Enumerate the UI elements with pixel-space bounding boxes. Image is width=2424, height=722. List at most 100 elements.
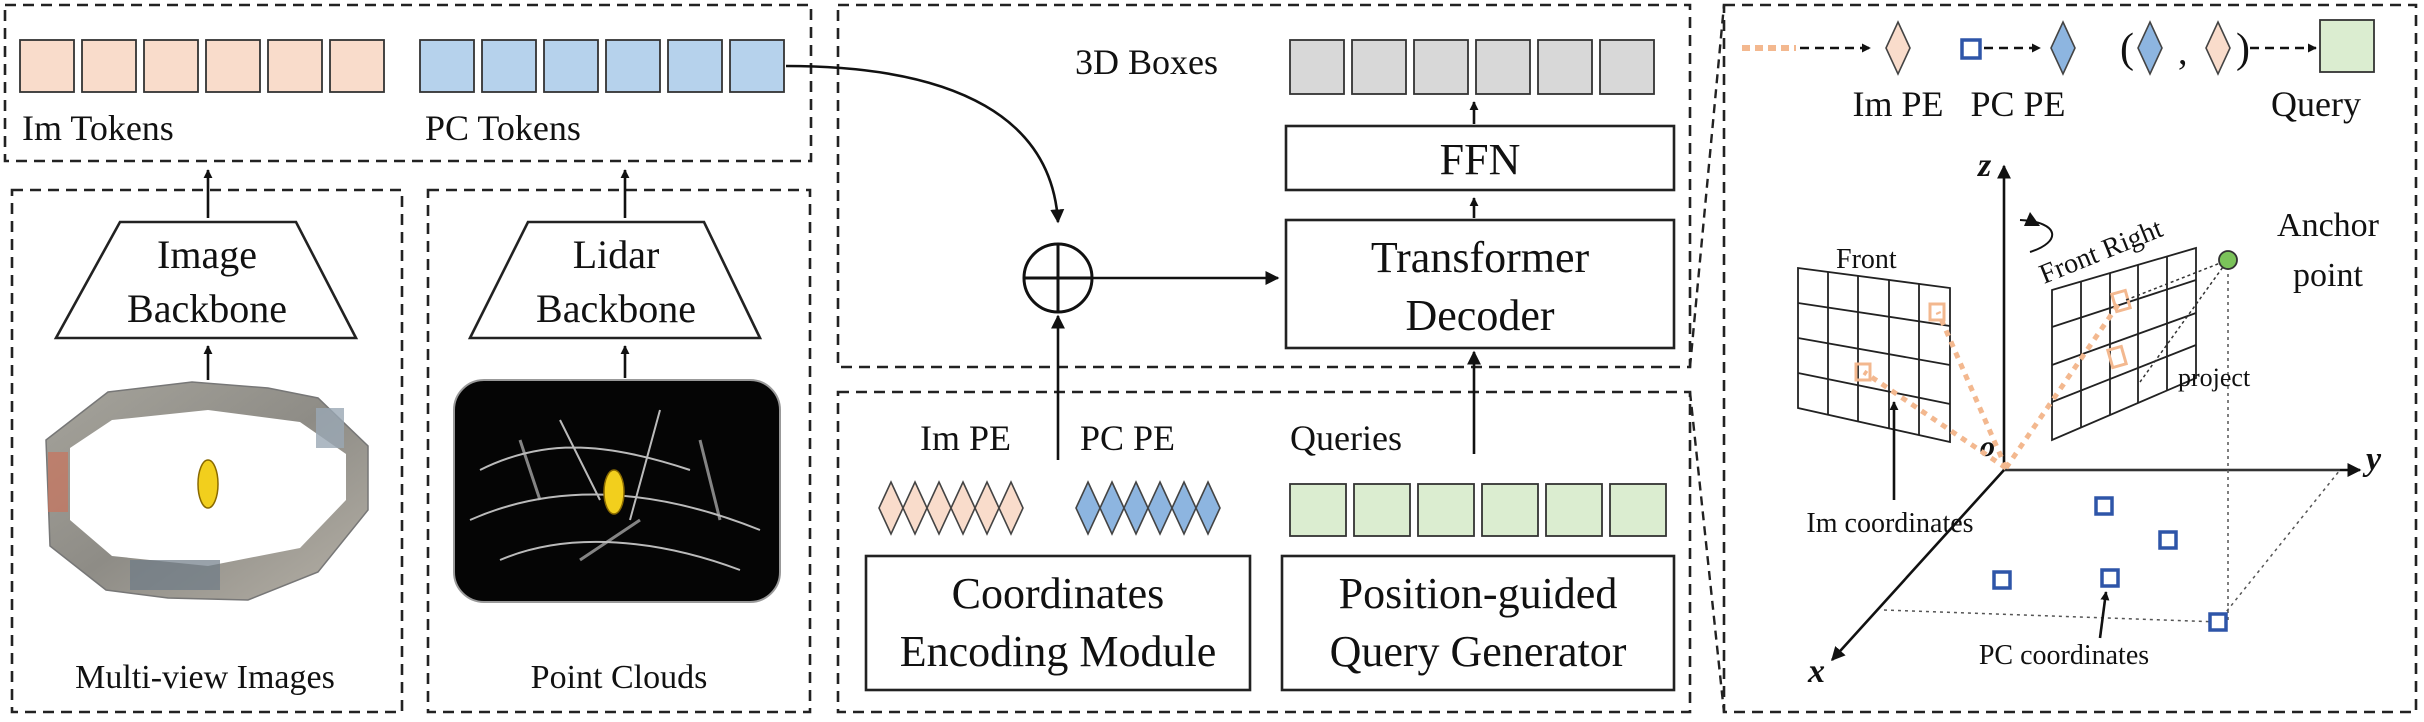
im-pe-diamond — [878, 480, 904, 536]
lidar-branch-frame — [426, 188, 812, 714]
box-token — [1599, 39, 1655, 95]
x-axis — [1831, 469, 2005, 662]
query-token — [1545, 483, 1603, 537]
im-pe-ray — [1862, 369, 2008, 471]
pc-token — [481, 39, 537, 93]
coordinates-encoding-module — [864, 554, 1252, 692]
ego-car-icon — [603, 469, 625, 515]
im-pe-diamond — [926, 480, 952, 536]
project-label: project — [2178, 363, 2251, 392]
x-axis-label: x — [1807, 653, 1825, 690]
encoding-frame — [836, 390, 1692, 714]
legend: Im PE PC PE ( , ) Query — [1742, 19, 2375, 124]
pc-pe-label: PC PE — [1080, 418, 1175, 458]
lidar-backbone-block — [467, 220, 763, 340]
pc-pe-diamond — [1171, 480, 1197, 536]
decoder-frame — [836, 3, 1692, 369]
pc-pe-diamond — [1195, 480, 1221, 536]
im-pe-ray — [2003, 300, 2123, 470]
box-token-row — [1289, 39, 1655, 95]
point-clouds-label: Point Clouds — [531, 659, 708, 696]
pc-token-row — [419, 39, 785, 93]
query-gen-label-line1: Position-guided — [1339, 569, 1618, 618]
boxes-3d-label: 3D Boxes — [1075, 42, 1218, 82]
legend-pc-pe-label: PC PE — [1970, 84, 2065, 124]
pc-pe-legend-diamond — [2050, 20, 2076, 76]
query-token — [1353, 483, 1411, 537]
multiview-camera-ring-image — [45, 381, 369, 601]
im-pe-diamond — [974, 480, 1000, 536]
query-legend-box — [2319, 19, 2375, 73]
pc-token — [605, 39, 661, 93]
pc-token — [667, 39, 723, 93]
pc-coordinates-pointer — [2098, 591, 2110, 639]
ffn-label: FFN — [1440, 135, 1521, 184]
pc-legend-square — [1960, 38, 1982, 60]
pc-pe-diamond — [1075, 480, 1101, 536]
transformer-decoder-block — [1284, 218, 1676, 350]
pc-tokens-label: PC Tokens — [425, 108, 581, 148]
im-token — [81, 39, 137, 93]
front-label: Front — [1836, 244, 1897, 275]
z-axis-label: z — [1977, 147, 1992, 184]
pc-token — [729, 39, 785, 93]
decoder-label-line1: Transformer — [1371, 233, 1590, 282]
ground-plane-edge — [1883, 609, 2219, 623]
anchor-label-line2: point — [2293, 257, 2363, 294]
query-token — [1609, 483, 1667, 537]
im-pe-diamond — [902, 480, 928, 536]
lidar-backbone-label-line2: Backbone — [536, 286, 696, 331]
box-token — [1413, 39, 1469, 95]
position-guided-query-generator — [1280, 554, 1676, 692]
query-token — [1417, 483, 1475, 537]
anchor-label-line1: Anchor — [2277, 207, 2380, 244]
im-pe-diamond — [950, 480, 976, 536]
pc-points — [1992, 496, 2228, 632]
multiview-images-label: Multi-view Images — [75, 659, 335, 696]
box-token — [1537, 39, 1593, 95]
box-token — [1351, 39, 1407, 95]
legend-comma: , — [2178, 31, 2188, 73]
pc-point — [2100, 568, 2120, 588]
query-token — [1289, 483, 1347, 537]
im-token — [143, 39, 199, 93]
pc-pe-diamond — [1099, 480, 1125, 536]
legend-query-label: Query — [2271, 84, 2361, 124]
im-token — [329, 39, 385, 93]
image-backbone-label-line1: Image — [157, 232, 257, 277]
coord-module-label-line2: Encoding Module — [900, 627, 1217, 676]
tokens-frame — [3, 3, 813, 163]
decoder-label-line2: Decoder — [1405, 291, 1554, 340]
pc-point — [2158, 530, 2178, 550]
ffn-block — [1284, 124, 1676, 192]
point-cloud-image — [453, 379, 781, 603]
front-right-camera-plane — [2051, 246, 2197, 442]
coordinate-frame — [1722, 3, 2418, 714]
legend-paren-open: ( — [2120, 26, 2134, 72]
pc-point — [1992, 570, 2012, 590]
zoom-link-bottom — [1688, 391, 1726, 713]
zoom-link-top — [1688, 4, 1726, 368]
pc-coordinates-label: PC coordinates — [1979, 640, 2149, 671]
query-gen-label-line2: Query Generator — [1330, 627, 1627, 676]
legend-im-pe-label: Im PE — [1852, 84, 1943, 124]
im-token — [267, 39, 323, 93]
ego-car-icon — [197, 459, 219, 509]
im-token — [205, 39, 261, 93]
pc-pe-diamond — [1123, 480, 1149, 536]
arrow-tokens-to-sum — [785, 64, 1065, 224]
query-token-row — [1289, 483, 1667, 537]
im-token — [19, 39, 75, 93]
coord-module-label-line1: Coordinates — [952, 569, 1165, 618]
im-tokens-label: Im Tokens — [22, 108, 174, 148]
front-camera-plane — [1797, 266, 1951, 444]
pc-token — [543, 39, 599, 93]
pc-pe-diamonds — [1075, 480, 1221, 536]
lidar-backbone-label-line1: Lidar — [573, 232, 660, 277]
anchor-point-marker — [2218, 250, 2238, 270]
queries-label: Queries — [1290, 418, 1402, 458]
image-backbone-block — [53, 220, 359, 340]
pc-pe-diamond — [1147, 480, 1173, 536]
im-pe-ray — [1935, 311, 2009, 469]
